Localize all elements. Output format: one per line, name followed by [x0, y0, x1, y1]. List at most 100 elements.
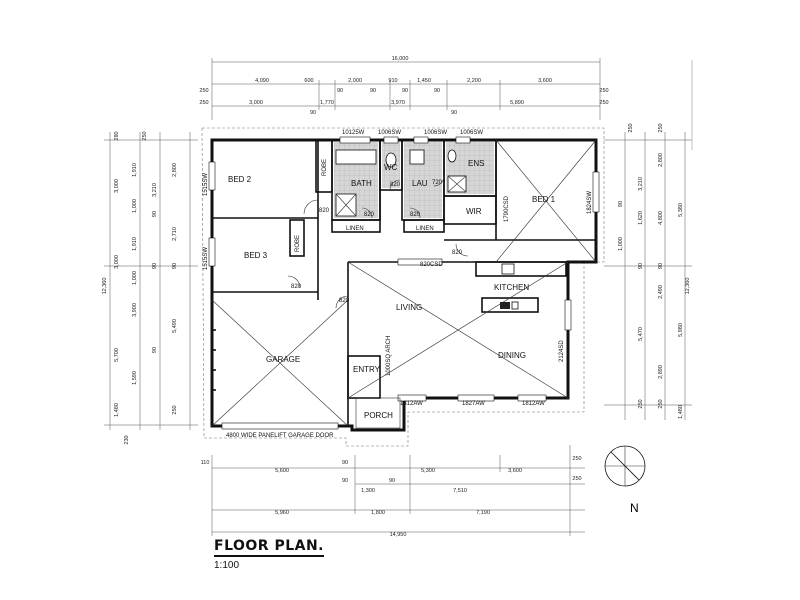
dim-bottom-r3: 5,960 [275, 510, 289, 516]
garage-door-label: 4800 WIDE PANELIFT GARAGE DOOR [226, 433, 334, 439]
window-code: 1824SW [587, 191, 593, 214]
dim-left-mid: 3,900 [132, 303, 138, 317]
window-code: 1006SW [378, 130, 401, 136]
door-code: 820 [364, 212, 375, 218]
dim-top-r1: 3,600 [538, 78, 552, 84]
dim-top-r2: 3,970 [391, 100, 405, 106]
dim-bottom-r3: 7,190 [476, 510, 490, 516]
room-bed3: BED 3 [244, 251, 268, 260]
dim-top-edge: 90 [402, 88, 408, 94]
dim-right-inner: 1,620 [638, 211, 644, 225]
window-code: 2124SD [559, 340, 565, 362]
dim-bottom-r1: 5,600 [275, 468, 289, 474]
room-dining: DINING [498, 351, 526, 360]
dim-left-edge: 250 [142, 131, 148, 140]
window-code: 10125W [342, 130, 365, 136]
dim-left-mid: 1,000 [132, 271, 138, 285]
door-swings [287, 175, 469, 309]
window-code: 1006SW [460, 130, 483, 136]
room-living: LIVING [396, 303, 422, 312]
door-code: 820 [291, 284, 302, 290]
dim-top-overall: 16,000 [392, 56, 409, 62]
dim-bottom-edge: 90 [342, 460, 348, 466]
dim-top-r1: 2,000 [348, 78, 362, 84]
dim-right-mid: 2,800 [658, 153, 664, 167]
dim-top-edge: 90 [337, 88, 343, 94]
dim-right-outer: 5,980 [678, 323, 684, 337]
dim-left-edge: 230 [124, 435, 130, 444]
dim-bottom-r1: 5,300 [421, 468, 435, 474]
dim-left-mid: 1,590 [132, 371, 138, 385]
eaves-outline [201, 127, 605, 447]
dim-right-mid: 4,800 [658, 211, 664, 225]
dim-left-overall: 12,360 [102, 278, 108, 295]
dim-left-edge: 90 [172, 263, 178, 269]
dim-bottom-edge: 90 [342, 478, 348, 484]
dim-bottom-edge: 90 [389, 478, 395, 484]
window-code: 1827AW [462, 401, 485, 407]
page-title: FLOOR PLAN. [214, 539, 324, 557]
window-code: 1515SW [203, 173, 209, 196]
entry-arch-label: 1000SQ ARCH [386, 336, 392, 376]
dim-right-mid: 2,490 [658, 285, 664, 299]
window-marks [208, 136, 600, 430]
dim-top-edge: 250 [199, 88, 208, 94]
kitchen-appliances [500, 263, 519, 310]
door-codes: 820 820 820 820 820 820 820 720 820 [291, 180, 463, 304]
dim-left-outer: 3,000 [114, 255, 120, 269]
room-garage: GARAGE [266, 355, 300, 364]
room-linen-left: LINEN [346, 226, 364, 232]
room-robe-bed2: ROBE [322, 159, 328, 176]
room-porch: PORCH [364, 411, 393, 420]
dim-left-edge: 90 [152, 263, 158, 269]
dim-right-overall: 12,360 [685, 278, 691, 295]
dim-right-edge: 90 [638, 263, 644, 269]
dim-top-edge: 90 [310, 110, 316, 116]
room-labels: BED 2 BED 3 BED 1 BATH WC LAU ENS WIR LI… [228, 159, 556, 420]
dim-right-edge: 250 [638, 399, 644, 408]
right-dimensions: 12,360 5,380 5,980 1,480 2,800 4,800 2,4… [604, 123, 692, 420]
window-codes: 10125W 1006SW 1006SW 1006SW 1515SW 1515S… [203, 130, 593, 407]
dim-bottom-r3: 1,800 [371, 510, 385, 516]
dim-bottom-r1: 3,600 [508, 468, 522, 474]
dim-right-inner: 3,210 [638, 177, 644, 191]
room-wc: WC [384, 163, 398, 172]
dim-left-mid: 1,910 [132, 163, 138, 177]
room-linen-right: LINEN [416, 226, 434, 232]
dim-left-outer: 1,480 [114, 403, 120, 417]
door-code: 720 [432, 180, 443, 186]
room-bed1: BED 1 [532, 195, 556, 204]
bottom-dimensions: 110 5,600 5,300 3,600 250 1,300 7,510 25… [201, 445, 585, 538]
room-entry: ENTRY [353, 365, 381, 374]
window-code: 1812AW [522, 401, 545, 407]
dim-left-inner: 2,710 [172, 227, 178, 241]
dim-top-r1: 4,090 [255, 78, 269, 84]
dim-top-r1: 600 [304, 78, 313, 84]
dim-left-inner: 3,210 [152, 183, 158, 197]
dim-left-edge: 90 [152, 347, 158, 353]
dim-left-mid: 1,000 [132, 199, 138, 213]
dim-top-r2: 5,890 [510, 100, 524, 106]
window-code: 1812AW [400, 401, 423, 407]
window-code: 820CSD [420, 262, 443, 268]
dim-top-r1: 2,200 [467, 78, 481, 84]
dim-right-outer: 5,380 [678, 203, 684, 217]
dim-right-edge: 250 [628, 123, 634, 132]
door-code: 820 [339, 298, 350, 304]
dim-left-mid: 1,910 [132, 237, 138, 251]
dim-right-edge: 250 [658, 399, 664, 408]
dim-right-inner: 1,000 [618, 237, 624, 251]
room-lau: LAU [412, 179, 428, 188]
dim-top-edge: 250 [599, 88, 608, 94]
room-ens: ENS [468, 159, 484, 168]
door-code: 820 [390, 182, 401, 188]
room-wir: WIR [466, 207, 482, 216]
top-dimensions: 16,000 4,090 600 2,000 910 1,450 2,200 3… [199, 56, 609, 120]
dim-left-edge: 250 [172, 405, 178, 414]
wet-area-tiles [334, 142, 494, 218]
dim-right-inner: 5,470 [638, 327, 644, 341]
porch-outline [355, 397, 401, 429]
dim-top-r2: 1,770 [320, 100, 334, 106]
dim-top-edge: 90 [370, 88, 376, 94]
door-code: 820 [410, 212, 421, 218]
